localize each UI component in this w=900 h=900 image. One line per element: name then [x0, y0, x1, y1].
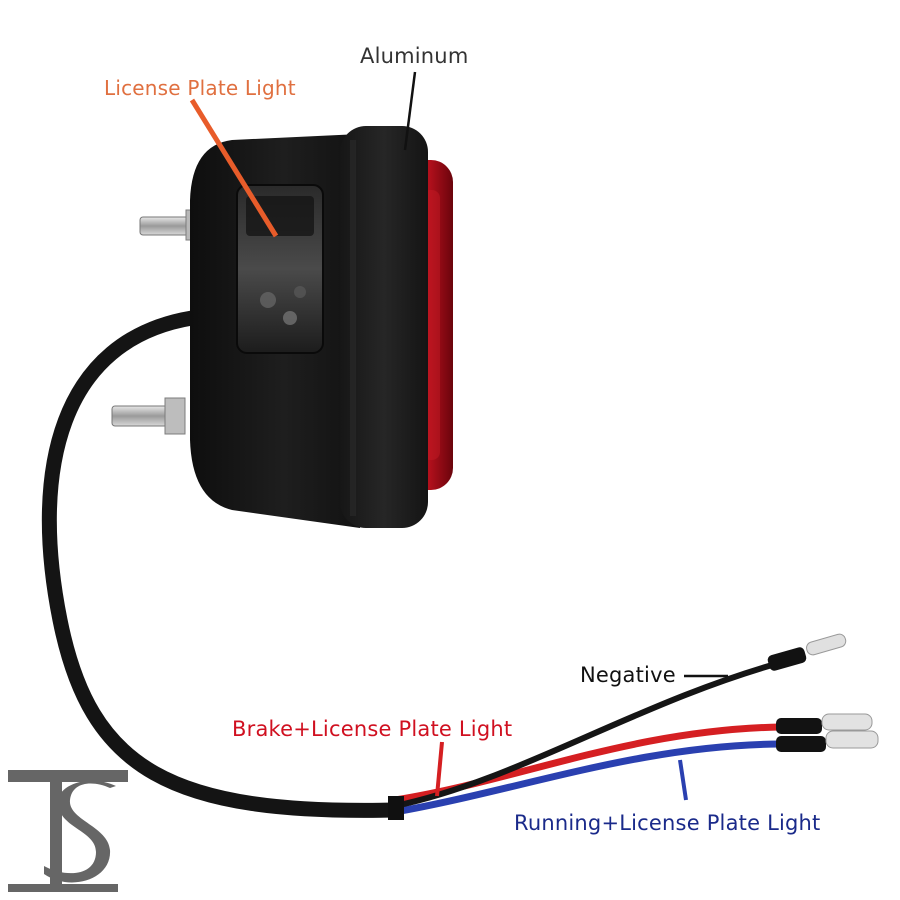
negative-label: Negative — [580, 663, 676, 687]
aluminum-leader — [403, 71, 417, 151]
brake-leader — [435, 741, 444, 797]
running-leader — [678, 759, 688, 801]
aluminum-cap — [340, 126, 428, 528]
upper-bolt — [139, 209, 199, 241]
aluminum-label: Aluminum — [360, 44, 469, 68]
brake-label: Brake+License Plate Light — [232, 717, 513, 741]
negative-terminal — [767, 633, 847, 671]
ts-logo — [8, 770, 128, 892]
wire-black — [394, 657, 791, 809]
license-plate-leader — [189, 98, 279, 238]
wire-blue — [394, 740, 781, 816]
running-terminal — [776, 730, 879, 752]
brake-terminal — [776, 713, 873, 734]
lower-bolt — [111, 397, 186, 435]
main-cable — [41, 310, 403, 818]
running-label: Running+License Plate Light — [514, 811, 821, 835]
license-plate-light-label: License Plate Light — [104, 76, 296, 100]
